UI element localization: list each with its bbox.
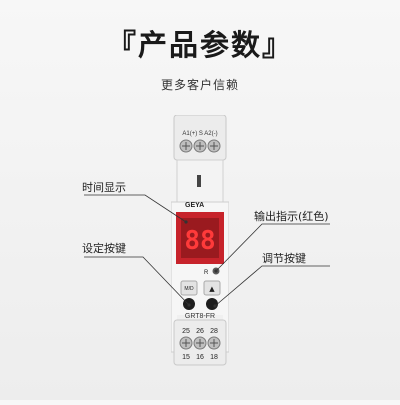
indicator-letter: R bbox=[204, 270, 209, 276]
terminal-28: 28 bbox=[210, 328, 218, 335]
callout-adjust-button: 调节按键 bbox=[262, 252, 306, 265]
bottom-screw-terminals bbox=[179, 336, 221, 350]
page-title: 『产品参数』 bbox=[106, 28, 293, 62]
model-label: GRT8-FR bbox=[185, 313, 215, 320]
time-display-digits: 88 bbox=[184, 226, 215, 256]
page-subtitle: 更多客户信赖 bbox=[160, 78, 239, 92]
setting-button-label: M/D bbox=[184, 286, 194, 292]
terminal-16: 16 bbox=[196, 354, 204, 361]
callout-output-indicator: 输出指示(红色) bbox=[254, 210, 329, 223]
callout-time-display: 时间显示 bbox=[82, 181, 126, 194]
adjust-button-label: ▲ bbox=[209, 285, 215, 293]
terminal-26: 26 bbox=[196, 328, 204, 335]
timer-relay-device: A1(+) S A2(-) GEYA 88 R M/D ▲ GRT8-FR 2 bbox=[171, 115, 229, 405]
top-screw-terminals bbox=[179, 139, 221, 153]
brand-logo: GEYA bbox=[185, 202, 204, 209]
terminal-25: 25 bbox=[182, 328, 190, 335]
terminal-15: 15 bbox=[182, 354, 190, 361]
terminal-18: 18 bbox=[210, 354, 218, 361]
callout-setting-button: 设定按键 bbox=[82, 242, 126, 255]
top-terminal-label: A1(+) S A2(-) bbox=[182, 131, 217, 137]
